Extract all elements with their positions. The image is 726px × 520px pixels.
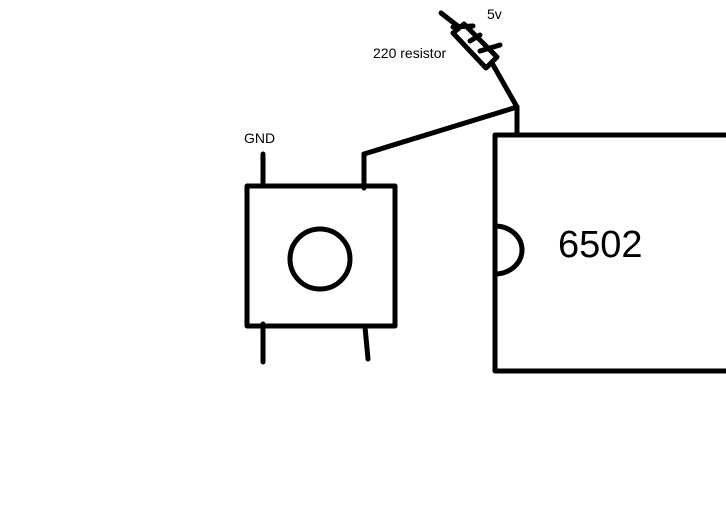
wire-junction-to-button [361, 104, 520, 157]
resistor-band-3 [477, 42, 503, 54]
button-pin-bottom-right [362, 324, 371, 362]
chip-notch [492, 223, 525, 277]
chip-label: 6502 [558, 224, 643, 266]
supply-label: 5v [487, 6, 502, 22]
resistor-bottom-lead [489, 60, 520, 110]
resistor-band-1 [450, 23, 476, 30]
chip-outline [492, 132, 726, 374]
ground-label: GND [244, 130, 276, 146]
resistor-label: 220 resistor [373, 45, 447, 61]
resistor-band-2 [467, 32, 483, 44]
push-button-actuator [287, 226, 353, 292]
push-button-body [244, 183, 398, 329]
